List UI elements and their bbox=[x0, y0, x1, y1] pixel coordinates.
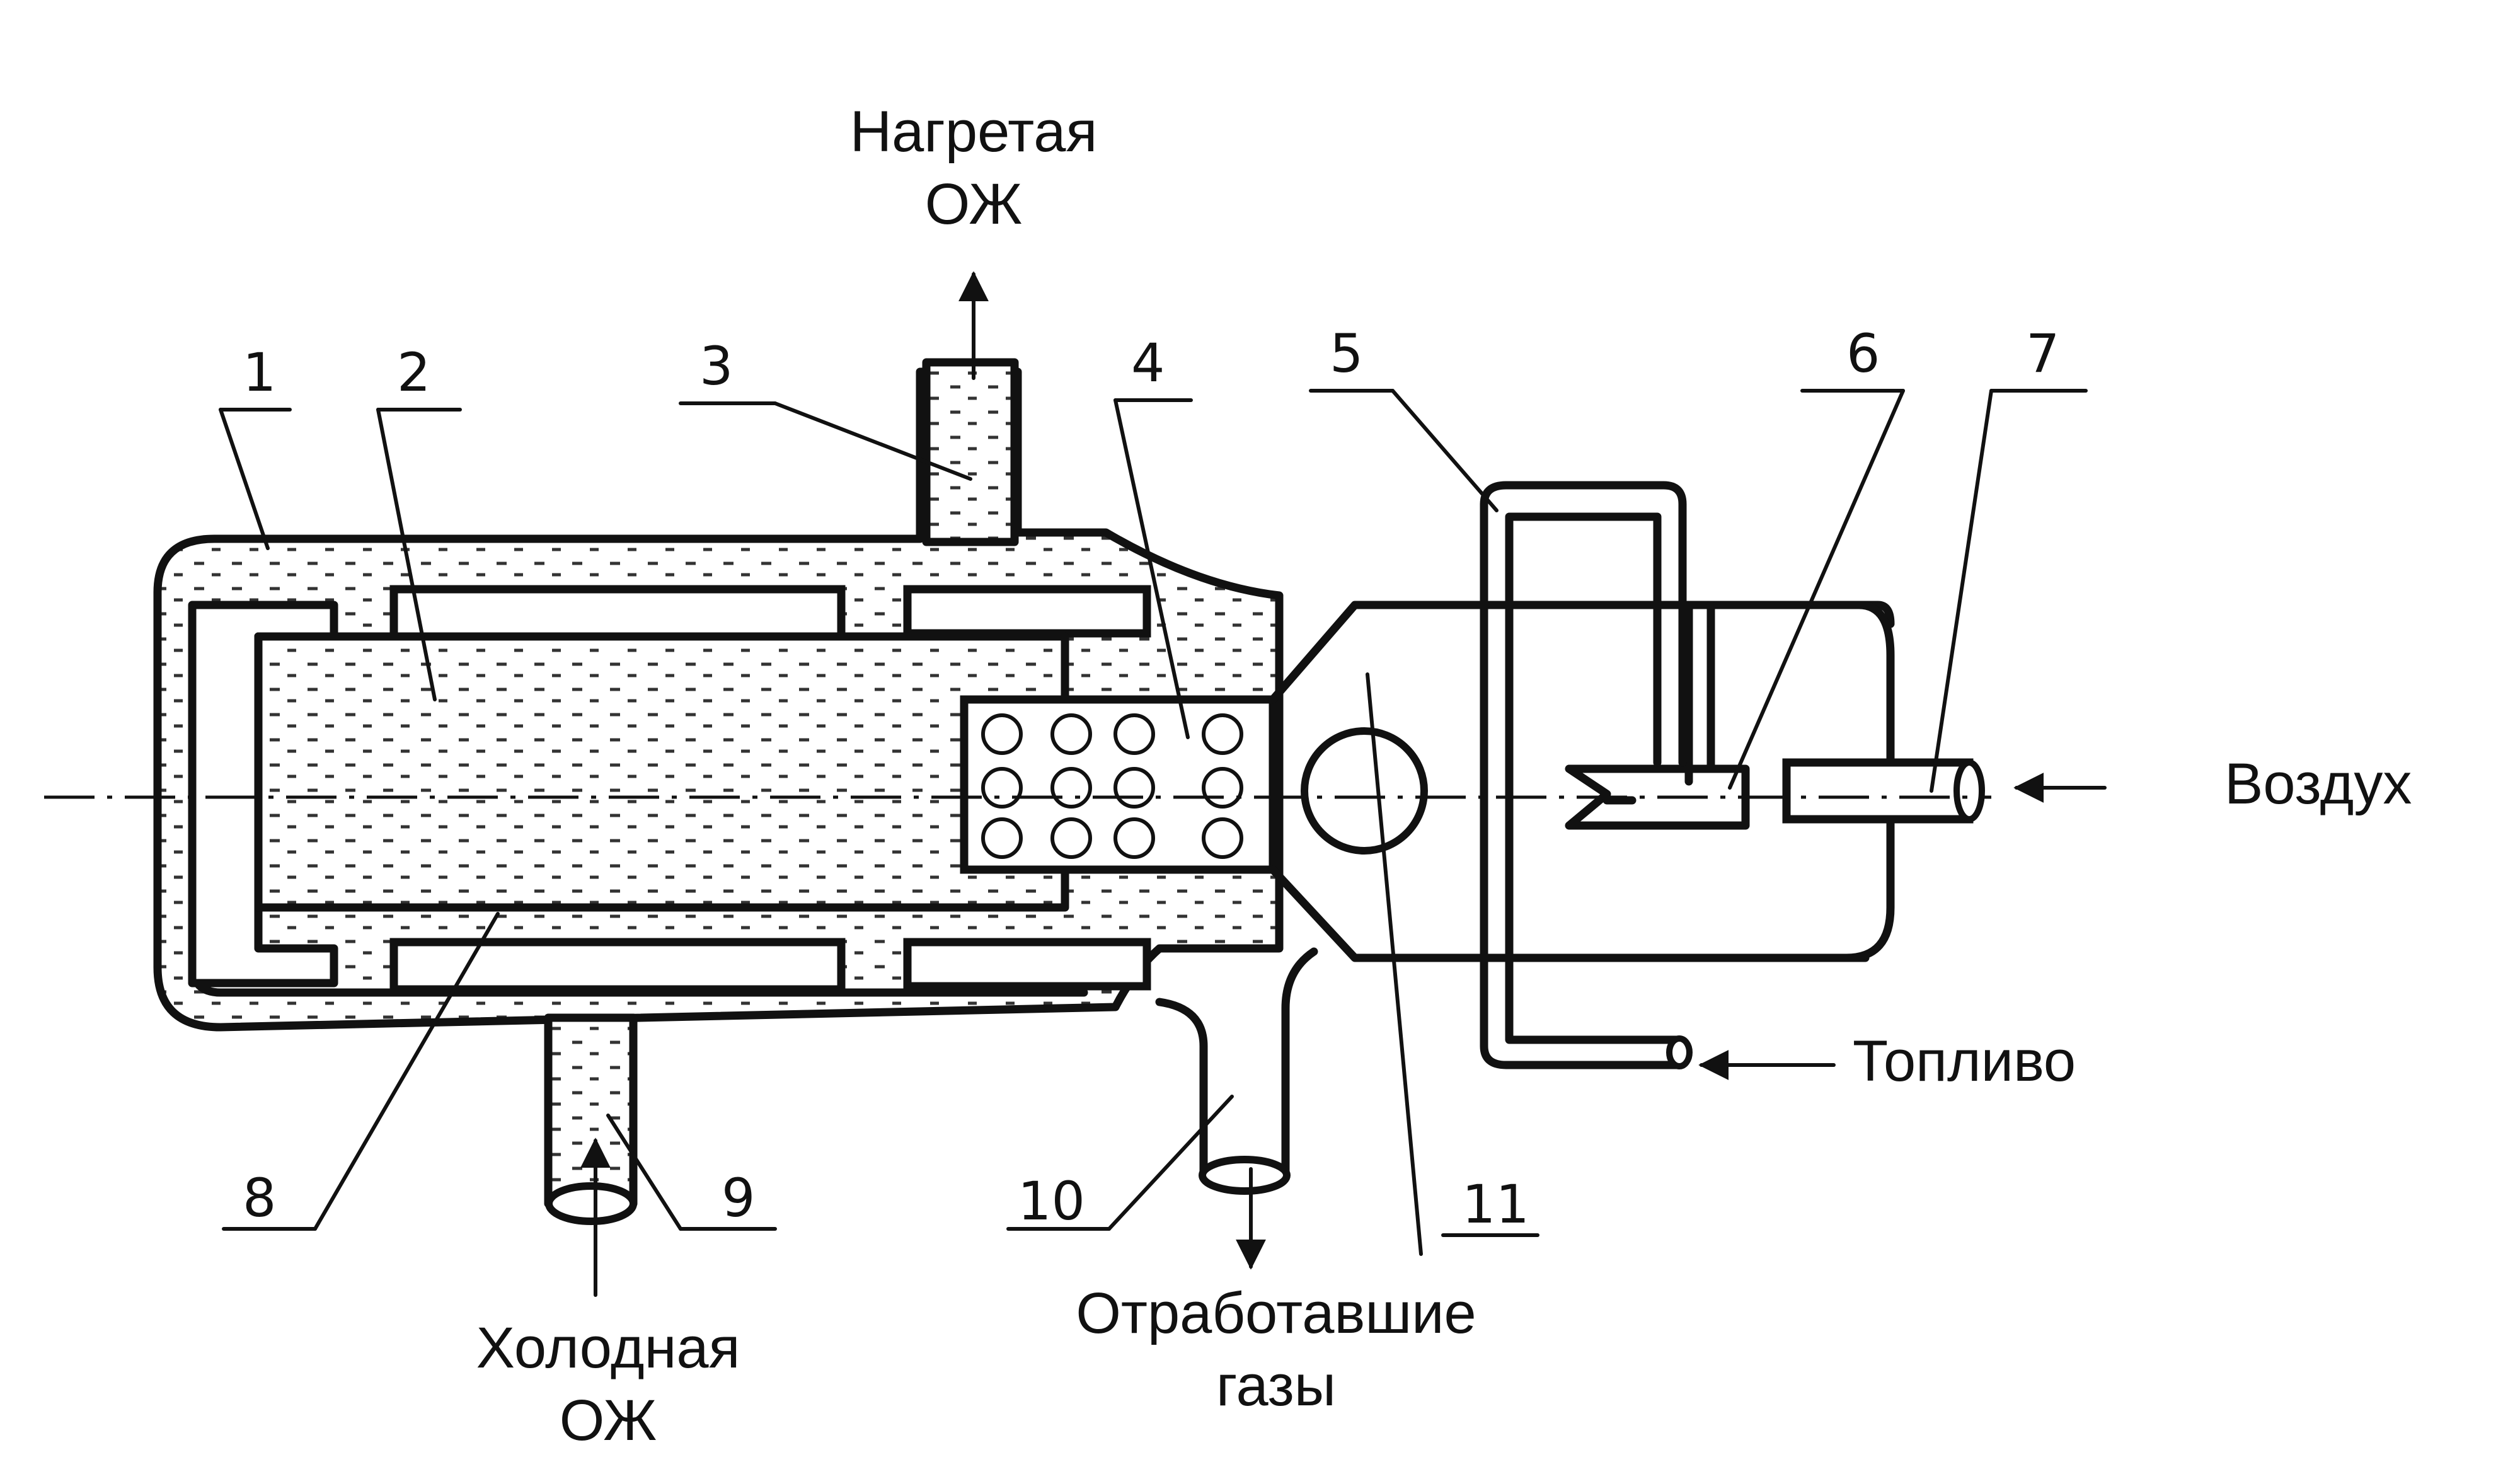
exhaust-label-line1: Отработавшие bbox=[1076, 1281, 1476, 1345]
hot-coolant-label-line2: ОЖ bbox=[925, 172, 1023, 236]
callout-8: 8 bbox=[243, 1167, 276, 1229]
cold-coolant-label-line2: ОЖ bbox=[560, 1388, 657, 1453]
leader-lines bbox=[219, 389, 2088, 1237]
fuel-label: Топливо bbox=[1853, 1029, 2076, 1093]
callout-11: 11 bbox=[1462, 1173, 1529, 1235]
flow-arrows bbox=[580, 271, 2107, 1297]
callout-6: 6 bbox=[1846, 323, 1880, 384]
flow-labels: Нагретая ОЖ Холодная ОЖ Отработавшие газ… bbox=[476, 100, 2412, 1453]
callout-numbers: 1 2 3 4 5 6 7 8 9 10 11 bbox=[243, 323, 2059, 1235]
callout-10: 10 bbox=[1018, 1170, 1085, 1232]
hot-coolant-label-line1: Нагретая bbox=[850, 100, 1098, 164]
callout-7: 7 bbox=[2026, 323, 2059, 384]
callout-5: 5 bbox=[1330, 323, 1363, 384]
fuel-tube bbox=[1480, 481, 1693, 1069]
air-label: Воздух bbox=[2224, 752, 2412, 816]
callout-1: 1 bbox=[243, 342, 276, 403]
swirler-block bbox=[960, 695, 1277, 874]
callout-3: 3 bbox=[699, 335, 733, 397]
callout-4: 4 bbox=[1131, 332, 1165, 394]
callout-9: 9 bbox=[722, 1167, 755, 1229]
air-housing bbox=[1502, 601, 1895, 962]
air-pipe bbox=[1782, 758, 1985, 824]
coolant-outlet-pipe bbox=[922, 358, 1019, 546]
coolant-inlet-pipe bbox=[544, 1013, 638, 1225]
callout-2: 2 bbox=[397, 342, 430, 403]
flame-tube bbox=[254, 632, 1069, 912]
cold-coolant-label-line1: Холодная bbox=[476, 1316, 740, 1380]
exhaust-label-line2: газы bbox=[1216, 1354, 1336, 1418]
